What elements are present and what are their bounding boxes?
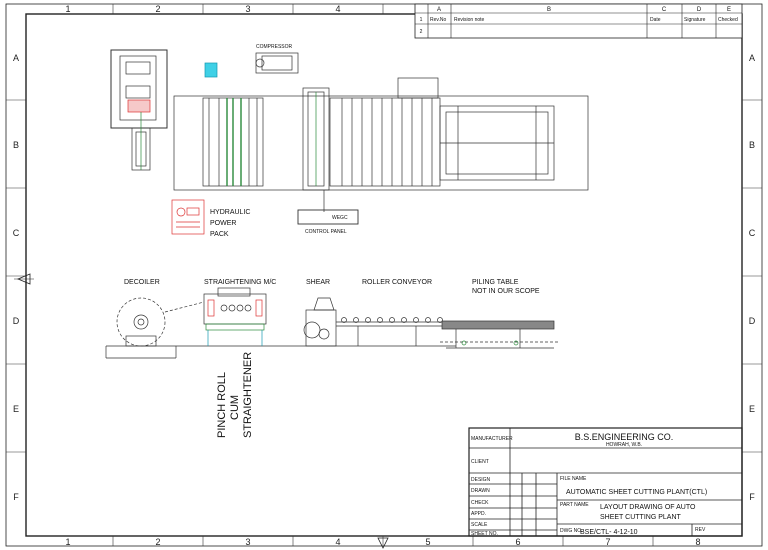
- pinch-roll-straightener-group: STRAIGHTENER: [242, 352, 254, 438]
- col-label-6-bottom: 6: [515, 537, 520, 547]
- appd-label: APPD.: [471, 511, 486, 517]
- rev-label: REV: [695, 527, 706, 533]
- col-label-3-bottom: 3: [245, 537, 250, 547]
- control-panel-tag: WEGC: [332, 215, 348, 221]
- shear-label: SHEAR: [306, 279, 330, 286]
- decoiler-elevation: [116, 297, 205, 347]
- col-label-3: 3: [245, 4, 250, 14]
- row-label-b-right: B: [749, 140, 755, 150]
- rev-row-1: 1: [420, 17, 423, 23]
- scale-label: SCALE: [471, 522, 488, 528]
- control-panel-label: CONTROL PANEL: [305, 229, 347, 235]
- piling-table-plan: [439, 105, 555, 181]
- piling-table-label-2: NOT IN OUR SCOPE: [472, 288, 540, 295]
- piling-table-label-1: PILING TABLE: [472, 279, 519, 286]
- pinch-roll-label-2: CUM: [229, 395, 241, 420]
- row-label-d: D: [13, 316, 20, 326]
- row-label-c: C: [13, 228, 20, 238]
- part-name-line-2: SHEET CUTTING PLANT: [600, 514, 681, 521]
- rev-header-revno: Rev.No: [430, 17, 447, 23]
- col-label-1: 1: [65, 4, 70, 14]
- revision-table: [414, 3, 743, 39]
- roller-conveyor-label: ROLLER CONVEYOR: [362, 279, 432, 286]
- client-label: CLIENT: [471, 459, 489, 465]
- company-name: B.S.ENGINEERING CO.: [575, 432, 674, 442]
- compressor-label: COMPRESSOR: [256, 44, 293, 50]
- decoiler-label: DECOILER: [124, 279, 160, 286]
- row-label-c-right: C: [749, 228, 756, 238]
- row-label-a: A: [13, 53, 19, 63]
- part-name-line-1: LAYOUT DRAWING OF AUTO: [600, 504, 696, 511]
- rev-col-letter-e: E: [727, 7, 731, 13]
- pinch-roll-cum-group: CUM: [229, 395, 241, 420]
- straightener-plan: [202, 62, 264, 187]
- straightening-label: STRAIGHTENING M/C: [204, 279, 276, 286]
- rev-col-letter-c: C: [662, 7, 667, 13]
- hydraulic-label-3: PACK: [210, 231, 229, 238]
- rev-header-checked: Checked: [718, 17, 738, 23]
- hydraulic-power-pack: [171, 199, 205, 235]
- row-label-f-right: F: [749, 492, 755, 502]
- roller-conveyor-plan: [329, 77, 441, 187]
- compressor-plan: [255, 52, 299, 74]
- file-name-label: FILE NAME: [560, 476, 587, 482]
- control-panel-box: [297, 209, 359, 225]
- pinch-roll-label-3: STRAIGHTENER: [242, 352, 254, 438]
- row-label-e-right: E: [749, 404, 755, 414]
- drawn-label: DRAWN: [471, 488, 490, 494]
- company-city: HOWRAH, W.B.: [606, 442, 642, 448]
- roller-conveyor-elevation: [336, 317, 444, 346]
- check-label: CHECK: [471, 500, 489, 506]
- design-label: DESIGN: [471, 477, 491, 483]
- piling-table-elevation: [440, 320, 560, 349]
- rev-col-letter-b: B: [547, 7, 551, 13]
- col-label-4: 4: [335, 4, 340, 14]
- rev-row-2: 2: [420, 29, 423, 35]
- rev-header-note: Revision note: [454, 17, 485, 23]
- col-label-1-bottom: 1: [65, 537, 70, 547]
- hydraulic-label-2: POWER: [210, 220, 236, 227]
- row-label-e: E: [13, 404, 19, 414]
- col-label-8-bottom: 8: [695, 537, 700, 547]
- elevation-view: [105, 287, 560, 359]
- pinch-roll-label-1: PINCH ROLL: [216, 372, 228, 438]
- rev-header-date: Date: [650, 17, 661, 23]
- col-label-7-bottom: 7: [605, 537, 610, 547]
- dwg-no-label: DWG NO.: [560, 528, 583, 534]
- decoiler-plan: [110, 49, 168, 171]
- straightener-elevation: [203, 287, 267, 346]
- title-block: [468, 427, 743, 537]
- hydraulic-label-1: HYDRAULIC: [210, 209, 250, 216]
- pinch-roll-label-group: PINCH ROLL: [216, 372, 228, 438]
- shear-elevation: [303, 297, 337, 347]
- dwg-no-value: BSE/CTL- 4-12-10: [580, 529, 638, 536]
- shear-plan: [302, 87, 330, 212]
- part-name-label: PART NAME: [560, 502, 589, 508]
- rev-header-signature: Signature: [684, 17, 706, 23]
- col-label-2: 2: [155, 4, 160, 14]
- drawing-frame: [5, 3, 763, 547]
- col-label-5-bottom: 5: [425, 537, 430, 547]
- col-label-4-bottom: 4: [335, 537, 340, 547]
- row-label-a-right: A: [749, 53, 755, 63]
- row-label-f: F: [13, 492, 19, 502]
- manufacturer-label: MANUFACTURER: [471, 436, 513, 442]
- row-label-b: B: [13, 140, 19, 150]
- file-name-value: AUTOMATIC SHEET CUTTING PLANT(CTL): [566, 489, 707, 496]
- rev-col-letter-d: D: [697, 7, 702, 13]
- col-label-2-bottom: 2: [155, 537, 160, 547]
- grid-ticks: [6, 4, 762, 546]
- rev-col-letter-a: A: [437, 7, 441, 13]
- centering-arrow-bottom-icon: [377, 537, 389, 549]
- plan-view: [110, 49, 589, 235]
- row-label-d-right: D: [749, 316, 756, 326]
- sheet-no-label: SHEET NO.: [471, 531, 498, 537]
